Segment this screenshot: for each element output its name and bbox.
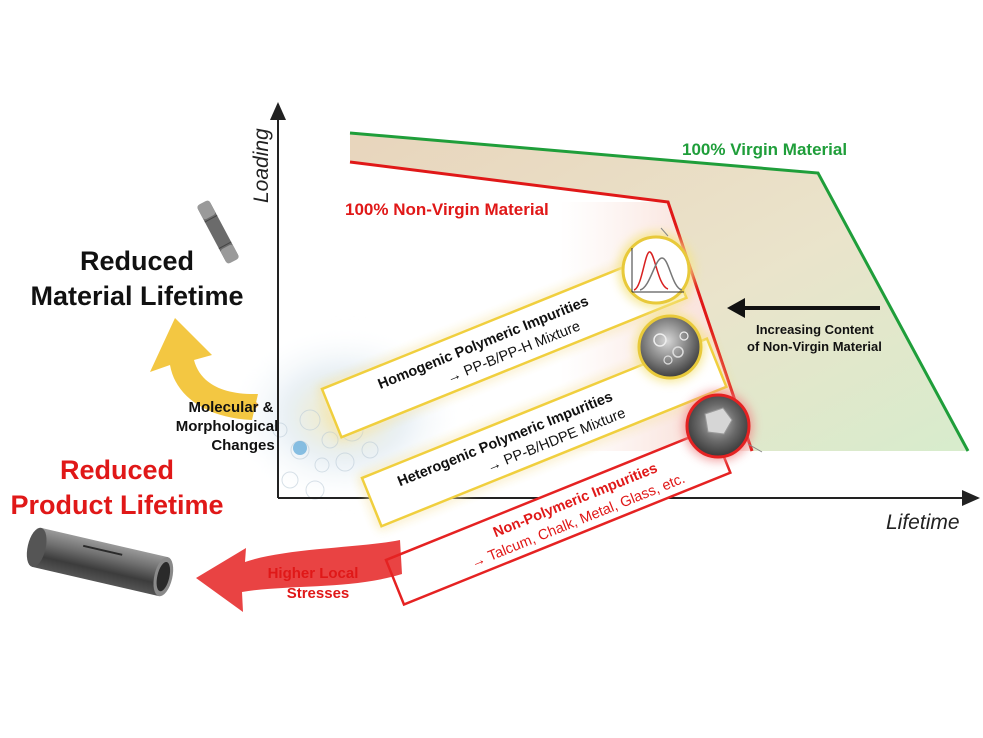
sem-heterogenic-icon	[635, 312, 705, 382]
increasing-content-arrow	[727, 298, 880, 318]
molecular-line3: Changes	[211, 437, 274, 454]
impurity-card-heterogenic: Heterogenic Polymeric Impurities → PP-B/…	[359, 336, 729, 529]
stress-line2: Stresses	[287, 585, 350, 602]
material-arrow	[150, 318, 258, 420]
pipe-icon	[26, 527, 174, 597]
virgin-curve	[349, 131, 970, 452]
nonvirgin-curve	[349, 160, 754, 452]
reduced-material-line2: Material Lifetime	[30, 281, 243, 311]
molecular-line2: Morphological	[176, 418, 279, 435]
splash-dot-blue	[293, 441, 307, 455]
x-axis-label: Lifetime	[886, 511, 960, 534]
stress-line1: Higher Local	[268, 565, 359, 582]
molecular-line1: Molecular &	[188, 399, 273, 416]
material-rod-icon	[197, 200, 239, 264]
y-axis-label: Loading	[250, 128, 273, 203]
nonvirgin-curve-label: 100% Non-Virgin Material	[345, 200, 549, 219]
sem-particle-icon	[683, 391, 763, 461]
virgin-curve-label: 100% Virgin Material	[682, 140, 847, 159]
dsc-graph-icon	[618, 227, 694, 308]
product-arrow	[196, 540, 402, 612]
reduced-product-line2: Product Lifetime	[10, 490, 223, 520]
arrow-note-line1: Increasing Content	[756, 322, 874, 337]
material-band	[350, 133, 968, 451]
reduced-product-line1: Reduced	[60, 455, 174, 485]
arrow-note-line2: of Non-Virgin Material	[747, 339, 882, 354]
reduced-material-line1: Reduced	[80, 246, 194, 276]
